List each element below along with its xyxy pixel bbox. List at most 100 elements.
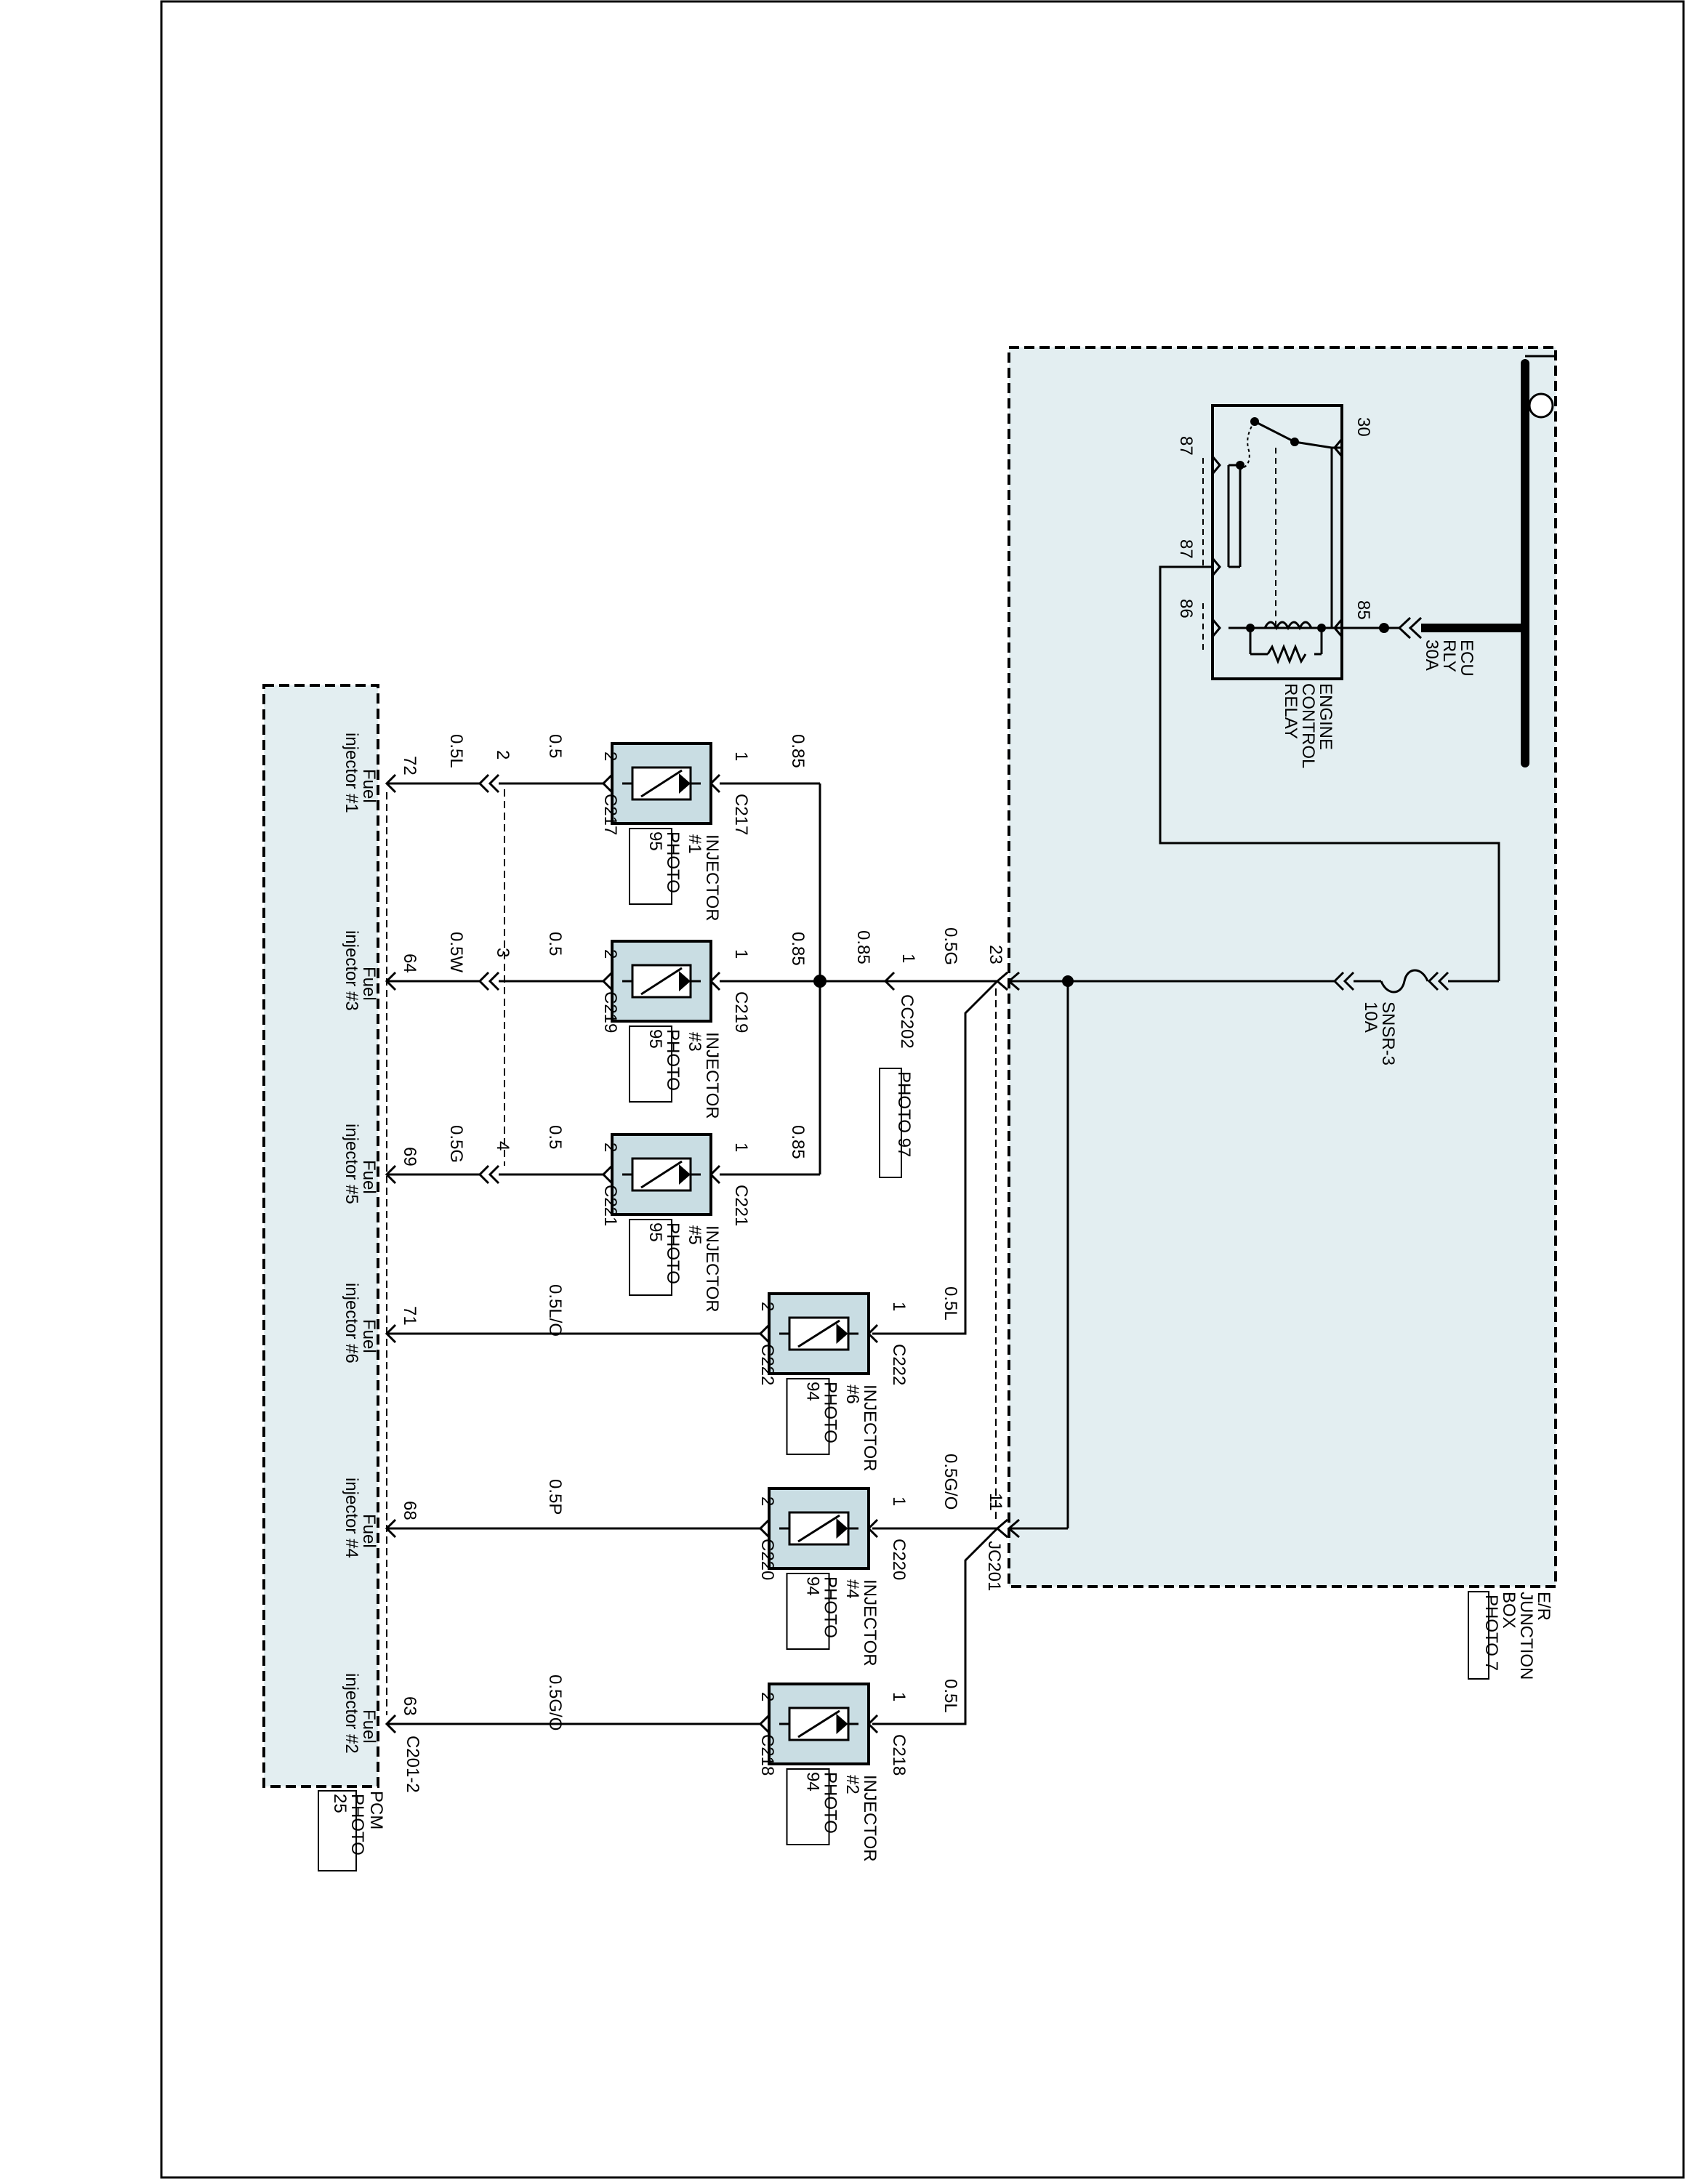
jb-name-line1: E/R bbox=[1534, 1592, 1553, 1621]
injector-0-pcm-pin-label: 72 bbox=[400, 756, 419, 775]
injector-1-photo-box bbox=[629, 1025, 672, 1103]
engine-control-relay-box bbox=[1211, 404, 1343, 680]
injector-4-coil-slash bbox=[797, 1514, 840, 1543]
relay-switch-lead bbox=[1294, 440, 1332, 449]
injector-4-pin2-label: 2 bbox=[757, 1496, 777, 1506]
injector-5-nozzle-icon bbox=[836, 1714, 848, 1734]
wire-label-05L-inj6: 0.5L bbox=[941, 1286, 960, 1321]
fuse-rating: 10A bbox=[1361, 1002, 1380, 1033]
injector-1-cc202-pin-label: 3 bbox=[493, 948, 512, 957]
relay-switch-arm bbox=[1254, 420, 1295, 443]
relay-pin85-arrow-icon bbox=[1333, 618, 1343, 637]
injector-5-number: #2 bbox=[842, 1775, 862, 1794]
injector-5-wire-pcm-label: 0.5G/O bbox=[545, 1675, 565, 1730]
page-border bbox=[160, 0, 1685, 2179]
injector-2-photo-box bbox=[629, 1219, 672, 1296]
jb-photo: PHOTO 7 bbox=[1481, 1595, 1501, 1671]
injector-3-pcm-label-line1: Fuel bbox=[359, 1319, 379, 1353]
injector-1-pin1-icon bbox=[709, 971, 721, 991]
injector-3-pcm-pin-icon bbox=[385, 1323, 397, 1344]
injector-4-photo-box bbox=[786, 1573, 830, 1650]
injector-3-photo-number: 94 bbox=[803, 1382, 823, 1401]
injector-2-name: INJECTOR bbox=[702, 1225, 722, 1313]
injector-2-pcm-pin-icon bbox=[385, 1164, 397, 1185]
relay-name-line2: CONTROL bbox=[1298, 683, 1318, 768]
relay-pin-85-label: 85 bbox=[1354, 600, 1373, 620]
relay-name-line3: RELAY bbox=[1281, 683, 1300, 739]
wire-pin23-to-inj6 bbox=[872, 980, 999, 1335]
cc202-pin1-label: 1 bbox=[898, 954, 918, 963]
injector-2-pcm-label-line2: injector #5 bbox=[342, 1124, 361, 1204]
injector-0-name: INJECTOR bbox=[702, 834, 722, 922]
injector-5-pcm-label-line1: Fuel bbox=[359, 1709, 379, 1744]
injector-1-photo-label: PHOTO bbox=[663, 1029, 683, 1091]
injector-5-pcm-label-line2: injector #2 bbox=[342, 1673, 361, 1754]
injector-4-photo-number: 94 bbox=[803, 1576, 823, 1596]
wire-label-085-cc202: 0.85 bbox=[853, 930, 873, 964]
pcm-connector-label: C201-2 bbox=[403, 1736, 422, 1793]
injector-2-photo-label: PHOTO bbox=[663, 1222, 683, 1284]
relay-pin30-arrow-icon bbox=[1333, 438, 1343, 457]
fuse-name: SNSR-3 bbox=[1378, 1002, 1398, 1065]
relay-coil-icon bbox=[1263, 621, 1313, 631]
injector-1-wire-out-label: 0.5 bbox=[545, 932, 565, 956]
injector-2-pin1-icon bbox=[709, 1164, 721, 1185]
injector-4-pin1-label: 1 bbox=[889, 1496, 909, 1506]
injector-5-pin1-icon bbox=[866, 1714, 879, 1734]
injector-1-photo-number: 95 bbox=[646, 1029, 665, 1049]
injector-3-photo-label: PHOTO bbox=[821, 1382, 840, 1443]
injector-0-pin2-label: 2 bbox=[600, 751, 620, 761]
injector-5-conn-label-left: C218 bbox=[757, 1734, 777, 1776]
injector-4-conn-label-right: C220 bbox=[889, 1539, 909, 1580]
injector-2-pcm-label-line1: Fuel bbox=[359, 1160, 379, 1194]
fuse-label: SNSR-3 10A bbox=[1361, 1002, 1398, 1065]
injector-5-photo-label: PHOTO bbox=[821, 1772, 840, 1834]
injector-1-conn-label-left: C219 bbox=[600, 991, 620, 1033]
injector-0-conn-label-right: C217 bbox=[731, 794, 751, 835]
ecu-rly-line1: ECU bbox=[1457, 640, 1476, 677]
injector-2-pcm-pin-label: 69 bbox=[400, 1147, 419, 1166]
photo97-box bbox=[879, 1068, 902, 1178]
injector-3-number: #6 bbox=[842, 1385, 862, 1404]
injector-2-photo-number: 95 bbox=[646, 1222, 665, 1242]
injector-0-coil-slash bbox=[640, 769, 683, 798]
injector-5-pin1-label: 1 bbox=[889, 1692, 909, 1701]
ecu-rly-line3: 30A bbox=[1422, 640, 1441, 671]
injector-5-photo-number: 94 bbox=[803, 1772, 823, 1792]
pcm-label: PCM PHOTO 25 C201-2 bbox=[318, 1736, 422, 1871]
wire-relay87-to-fuse bbox=[1159, 565, 1500, 981]
injector-0-wire-pcm-label: 0.5L bbox=[446, 734, 466, 768]
relay-resistor-icon bbox=[1266, 643, 1307, 665]
relay-name-line1: ENGINE bbox=[1316, 683, 1335, 750]
injector-1-wire-pcm-label: 0.5W bbox=[446, 932, 466, 972]
injector-4-photo-label: PHOTO bbox=[821, 1576, 840, 1638]
injector-0-photo-number: 95 bbox=[646, 831, 665, 851]
injector-4-pcm-label-line1: Fuel bbox=[359, 1514, 379, 1548]
relay-pin-87a-label: 87 bbox=[1176, 436, 1196, 456]
injector-2-number: #5 bbox=[685, 1225, 704, 1245]
pcm-photo-line2: 25 bbox=[330, 1794, 350, 1813]
injector-2-wire-in-label: 0.85 bbox=[788, 1125, 808, 1159]
injector-2-pin1-label: 1 bbox=[731, 1143, 751, 1152]
splice-dot bbox=[1379, 623, 1389, 633]
injector-3-pin1-icon bbox=[866, 1323, 879, 1344]
injector-2-cc202-connector-icon bbox=[478, 1164, 500, 1185]
wire-label-05GO-inj4: 0.5G/O bbox=[941, 1454, 960, 1510]
injector-1-pcm-pin-label: 64 bbox=[400, 954, 419, 973]
fuse-connector-left-icon bbox=[1427, 971, 1449, 991]
relay-coil-dot-right bbox=[1317, 624, 1326, 632]
injector-3-coil-slash bbox=[797, 1319, 840, 1348]
injector-5-coil-slash bbox=[797, 1709, 840, 1738]
injector-0-cc202-pin-label: 2 bbox=[493, 750, 512, 759]
injector-3-conn-label-right: C222 bbox=[889, 1344, 909, 1385]
injector-1-cc202-connector-icon bbox=[478, 971, 500, 991]
relay-name-label: ENGINE CONTROL RELAY bbox=[1281, 683, 1335, 768]
injector-1-nozzle-icon bbox=[679, 971, 691, 991]
injector-3-photo-box bbox=[786, 1378, 830, 1455]
feed-wire-labels: 0.5G 0.85 0.5L 0.5G/O 0.5L bbox=[853, 927, 960, 1713]
injector-1-number: #3 bbox=[685, 1032, 704, 1052]
injector-2-conn-label-right: C221 bbox=[731, 1185, 751, 1226]
injector-5-pin2-label: 2 bbox=[757, 1692, 777, 1701]
